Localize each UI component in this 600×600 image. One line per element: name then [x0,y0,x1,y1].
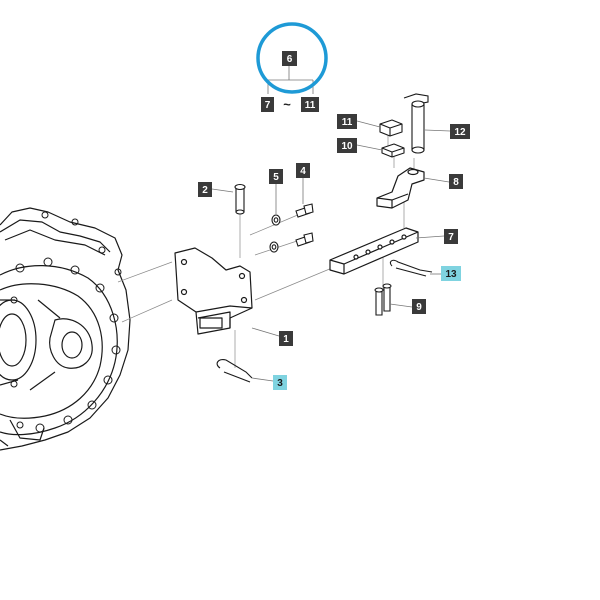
callout-part-1[interactable]: 1 [279,331,293,346]
part-block-11 [379,119,403,137]
callout-part-9-text: 9 [416,302,422,313]
callout-part-2[interactable]: 2 [198,182,212,197]
callout-range-end-text: 11 [305,100,316,111]
callout-part-10-text: 10 [341,141,353,152]
part-bolts-4 [295,203,314,247]
gearbox-housing [0,207,131,451]
part-bracket [174,247,253,335]
callout-part-7-text: 7 [448,232,454,243]
callout-part-5[interactable]: 5 [269,169,283,184]
part-bolts-9 [374,283,392,316]
callout-part-13-text: 13 [445,269,457,280]
callout-part-3-text: 3 [277,378,283,389]
highlight-circle [256,22,328,94]
range-separator: ~ [283,97,291,112]
callout-part-10[interactable]: 10 [337,138,357,153]
callout-part-5-text: 5 [273,172,279,183]
part-clevis-pin-12 [403,93,429,154]
callout-part-4-text: 4 [300,166,306,177]
part-washers-5 [269,214,281,253]
part-r-clip-3 [216,359,253,383]
callout-group-label-text: 6 [287,54,293,65]
callout-part-1-text: 1 [283,334,289,345]
part-spring-clip-13 [389,259,433,277]
callout-group-label[interactable]: 6 [282,51,297,66]
leader-lines [211,66,451,382]
callout-part-13[interactable]: 13 [441,266,461,281]
part-hitch-bracket-8 [376,167,425,209]
callout-range-start[interactable]: 7 [261,97,274,112]
callout-part-11-text: 11 [342,117,353,128]
part-block-10 [381,143,405,158]
callout-part-9[interactable]: 9 [412,299,426,314]
callout-part-11[interactable]: 11 [337,114,357,129]
callout-part-8[interactable]: 8 [449,174,463,189]
callout-part-4[interactable]: 4 [296,163,310,178]
callout-part-7[interactable]: 7 [444,229,458,244]
callout-range-start-text: 7 [265,100,271,111]
callout-part-3[interactable]: 3 [273,375,287,390]
callout-part-12[interactable]: 12 [450,124,470,139]
part-drawbar-7 [329,227,419,275]
callout-part-8-text: 8 [453,177,459,188]
callout-part-2-text: 2 [202,185,208,196]
callout-part-12-text: 12 [454,127,466,138]
callout-range-end[interactable]: 11 [301,97,319,112]
part-pin-2 [234,183,246,215]
housing-bolt-holes [10,211,122,433]
